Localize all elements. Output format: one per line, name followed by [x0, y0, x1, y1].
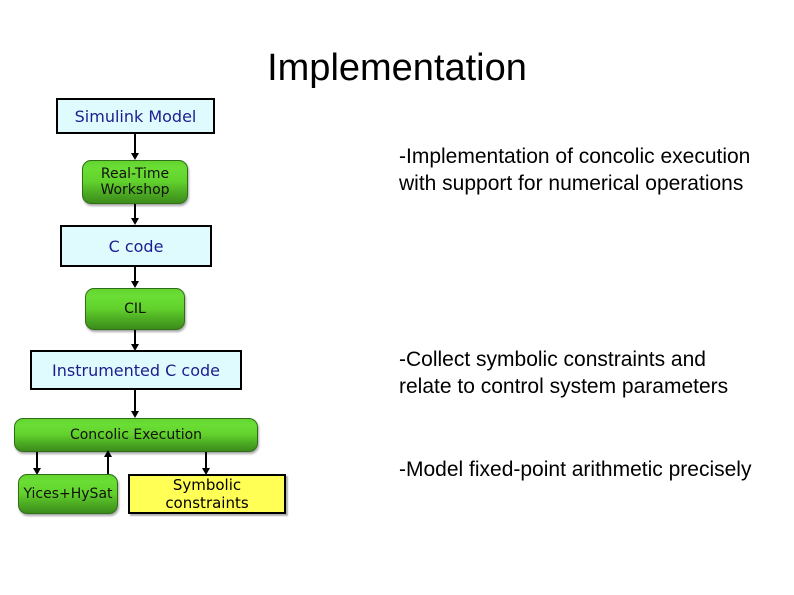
flow-node-label: Instrumented C code — [52, 360, 220, 380]
flow-node-label: C code — [108, 236, 164, 256]
bullet-collect-constraints: -Collect symbolic constraints and relate… — [399, 348, 729, 398]
flow-node-label: Symbolic constraints — [165, 476, 249, 512]
bullet-fixed-point: -Model fixed-point arithmetic precisely — [399, 458, 752, 481]
flow-node-simulink-model[interactable]: Simulink Model — [56, 98, 215, 134]
flow-node-label: Real-Time Workshop — [100, 166, 170, 198]
bullet-implementation: -Implementation of concolic execution wi… — [399, 145, 751, 195]
flow-node-label: Concolic Execution — [69, 427, 203, 443]
flow-node-label: CIL — [124, 301, 146, 317]
flow-node-symbolic-constraints[interactable]: Symbolic constraints — [128, 474, 286, 514]
flow-node-yices-hysat[interactable]: Yices+HySat — [18, 474, 118, 514]
flow-node-concolic-execution[interactable]: Concolic Execution — [14, 418, 258, 452]
flow-node-cil[interactable]: CIL — [85, 288, 185, 330]
flow-node-instrumented-c-code[interactable]: Instrumented C code — [30, 350, 242, 390]
flow-node-label: Simulink Model — [74, 106, 197, 126]
page-title: Implementation — [267, 47, 527, 89]
flow-node-c-code[interactable]: C code — [60, 225, 212, 267]
flow-node-real-time-workshop[interactable]: Real-Time Workshop — [82, 160, 188, 204]
flow-node-label: Yices+HySat — [23, 486, 113, 502]
